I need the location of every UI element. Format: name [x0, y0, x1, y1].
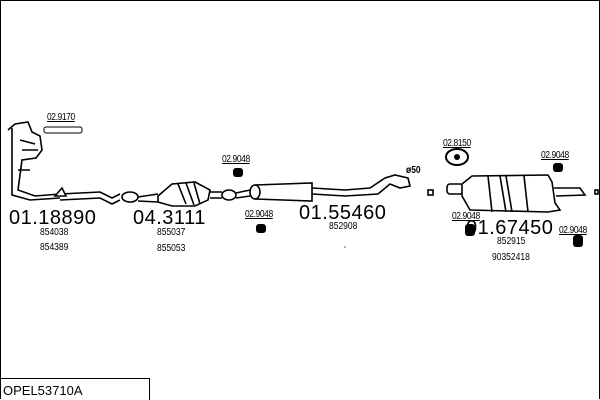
part-ref: 854389 [40, 242, 69, 253]
hanger-label: 02.9048 [541, 150, 569, 161]
pipe-diameter-label: ø50 [406, 165, 421, 176]
part-ref: 855037 [157, 227, 186, 238]
part-number: 01.55460 [299, 202, 387, 224]
hanger-icon [553, 163, 563, 172]
part-ref: 852908 [329, 221, 358, 232]
part-number: 01.67450 [466, 217, 554, 239]
hanger-label: 02.9048 [222, 154, 250, 165]
part-ref: 90352418 [492, 252, 530, 263]
hanger-label: 02.9048 [559, 225, 587, 236]
clamp-label: 02.8150 [443, 138, 471, 149]
diagram-code: OPEL53710A [0, 378, 150, 400]
gasket-label: 02.9170 [47, 112, 75, 123]
part-ref: 852915 [497, 236, 526, 247]
manifold-shape [7, 121, 61, 197]
hanger-icon [233, 168, 243, 177]
hanger-label: 02.9048 [245, 209, 273, 220]
hanger-icon [256, 224, 266, 233]
catalyst-shape [157, 181, 211, 207]
hanger-icon [465, 224, 475, 236]
rear-silencer-shape [461, 174, 562, 213]
part-number: 04.3111 [133, 207, 206, 229]
part-ref: 855053 [157, 243, 186, 254]
hanger-label: 02.9048 [452, 211, 480, 222]
gasket-icon [43, 126, 83, 134]
front-pipe-shape [59, 191, 121, 205]
part-number: 01.18890 [9, 207, 97, 229]
hanger-icon [573, 235, 583, 247]
part-ref: 854038 [40, 227, 69, 238]
middle-silencer-shape [254, 182, 313, 202]
